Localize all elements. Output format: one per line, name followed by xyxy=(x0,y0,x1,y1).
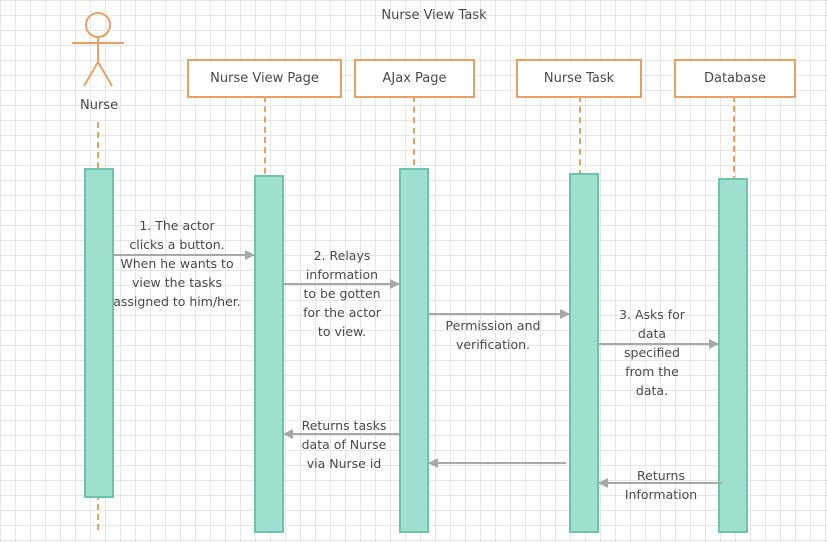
message-3-label: 3. Asks for data specified from the data… xyxy=(619,307,685,398)
activation-nurse-view-page xyxy=(254,175,284,533)
activation-nurse xyxy=(84,168,114,498)
activation-nurse-task xyxy=(569,173,599,533)
lifeline-nurse-view-page xyxy=(264,96,266,184)
activation-ajax-page xyxy=(399,168,429,533)
actor-label: Nurse xyxy=(80,98,119,113)
message-permission-label: Permission and verification. xyxy=(445,318,541,352)
lifeline-nurse-task xyxy=(579,96,581,176)
message-returns-tasks-label: Returns tasks data of Nurse via Nurse id xyxy=(301,418,387,471)
activation-database xyxy=(718,178,748,533)
lifeline-ajax-page xyxy=(413,96,415,176)
message-1-label: 1. The actor clicks a button. When he wa… xyxy=(113,218,241,309)
participant-database: Database xyxy=(674,59,796,98)
lifeline-database xyxy=(733,96,735,182)
message-returns-information-label: Returns Information xyxy=(624,468,698,502)
participant-ajax-page: AJax Page xyxy=(354,59,475,98)
diagram-title: Nurse View Task xyxy=(381,8,487,23)
message-2-label: 2. Relays information to be gotten for t… xyxy=(303,248,381,339)
participant-nurse-task: Nurse Task xyxy=(516,59,642,98)
participant-nurse-view-page: Nurse View Page xyxy=(187,59,342,98)
